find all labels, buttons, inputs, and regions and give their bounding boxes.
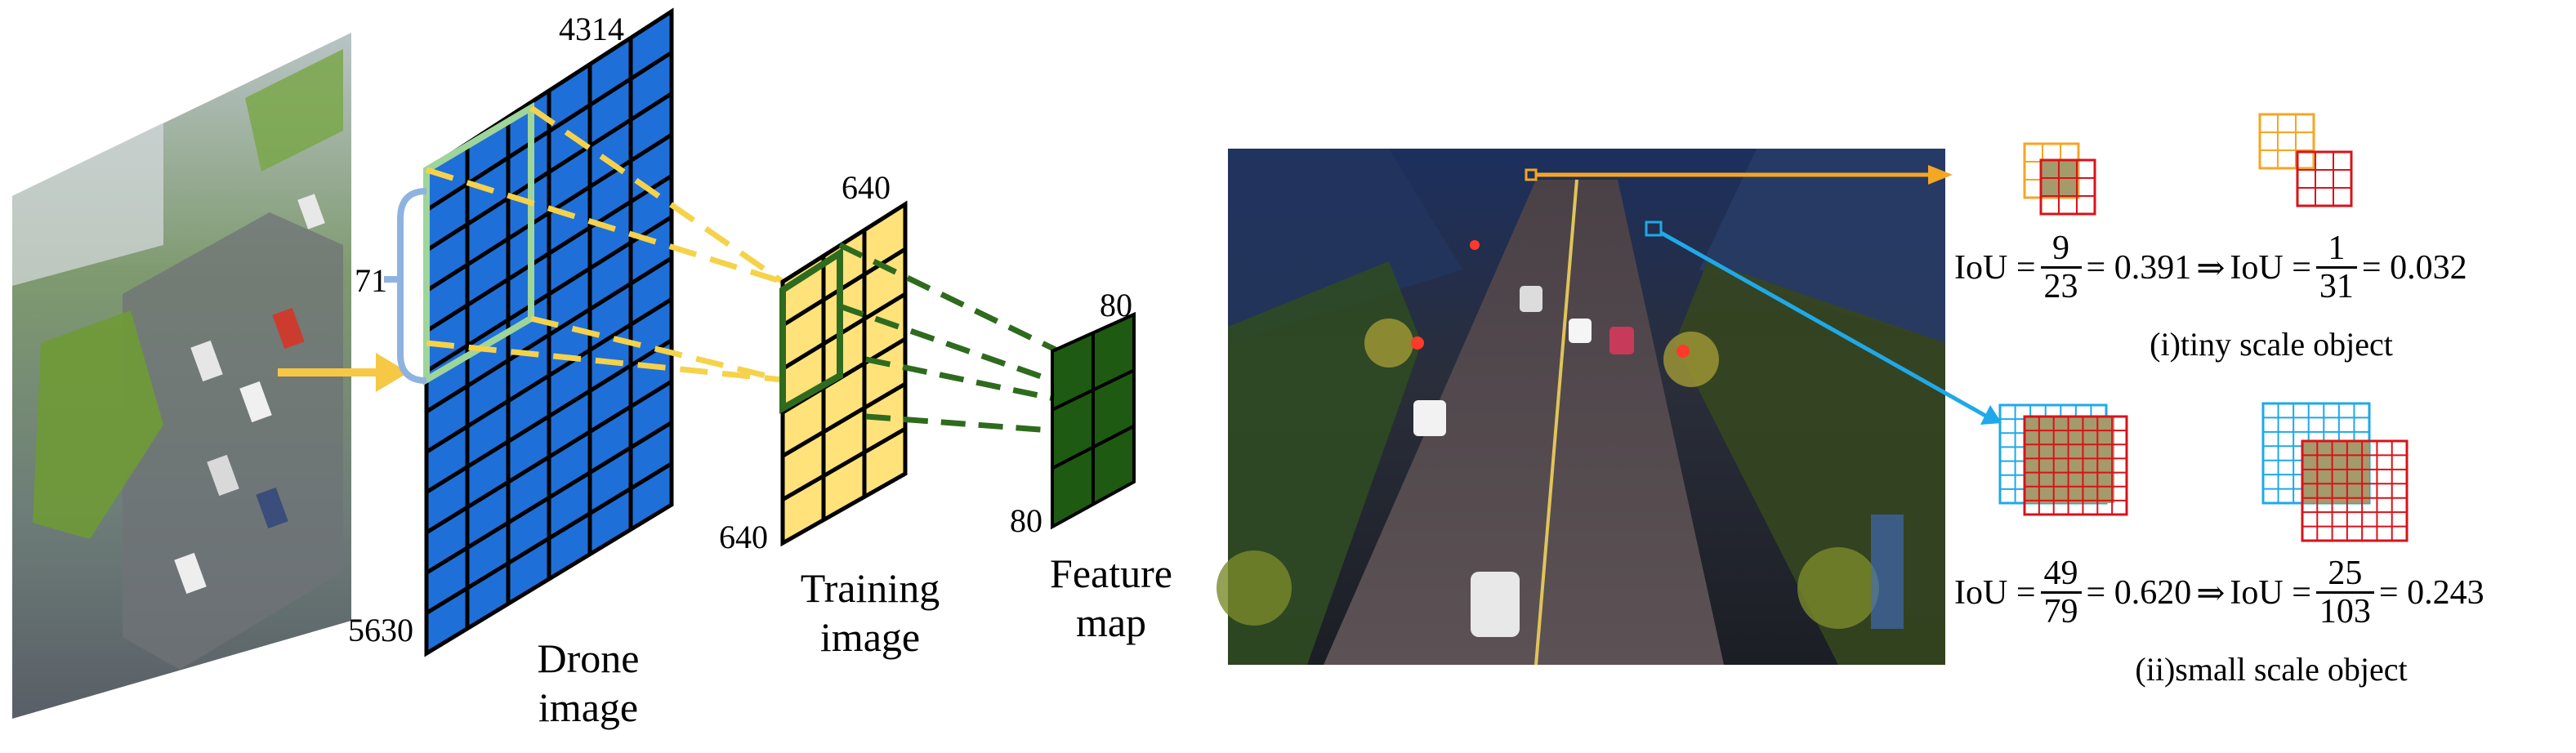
box-outline xyxy=(2023,415,2128,516)
grid-line xyxy=(425,91,673,252)
pointer-arrow-small xyxy=(1659,230,2002,425)
pointer-arrow-tiny xyxy=(1536,165,1953,185)
box-outline xyxy=(2301,439,2409,542)
grid-line xyxy=(1051,368,1135,412)
iou-label: IoU = xyxy=(1954,573,2036,612)
drone-image-caption: Drone image xyxy=(507,634,670,732)
drone-caption-line2: image xyxy=(538,684,639,730)
implies-arrow: ⇒ xyxy=(2196,574,2226,613)
grid-line xyxy=(425,338,673,494)
grid-line xyxy=(781,381,907,458)
tiny-scale-caption: (i)tiny scale object xyxy=(2150,326,2393,363)
training-image-grid xyxy=(780,200,908,547)
grid-line xyxy=(425,215,673,373)
small-scale-caption: (ii)small scale object xyxy=(2135,651,2408,688)
fraction-denominator: 31 xyxy=(2319,268,2354,305)
iou-equation-tiny: IoU = 9 23 = 0.391 ⇒ IoU = 1 31 = 0.032 xyxy=(1954,230,2467,305)
crop-size-label: 71 xyxy=(355,262,387,299)
box-outline xyxy=(2296,150,2353,207)
drone-photo xyxy=(12,33,351,719)
feat-height-label: 80 xyxy=(1010,502,1042,539)
grid-line xyxy=(781,426,907,501)
train-height-label: 640 xyxy=(719,519,768,555)
train-width-label: 640 xyxy=(842,169,891,206)
iou-value: = 0.032 xyxy=(2361,248,2467,287)
implies-arrow: ⇒ xyxy=(2196,249,2226,287)
fraction-denominator: 103 xyxy=(2319,593,2371,630)
overlap-area xyxy=(2302,441,2369,503)
training-caption-line2: image xyxy=(819,614,921,660)
iou-fraction: 1 31 xyxy=(2315,230,2357,305)
grid-line xyxy=(425,461,673,615)
fraction-numerator: 25 xyxy=(2315,555,2374,594)
iou-label: IoU = xyxy=(2230,248,2311,287)
fraction-numerator: 9 xyxy=(2040,230,2082,269)
drone-height-label: 5630 xyxy=(348,612,413,648)
feat-width-label: 80 xyxy=(1100,287,1132,323)
projection-lines-training xyxy=(838,242,1064,434)
fraction-numerator: 1 xyxy=(2315,230,2357,269)
box-outline xyxy=(2258,113,2315,170)
drone-caption-line1: Drone xyxy=(537,635,640,681)
drone-width-label: 4314 xyxy=(559,11,624,47)
feature-map-caption: Feature map xyxy=(1029,549,1193,647)
iou-label: IoU = xyxy=(1954,248,2036,287)
feature-caption-line2: map xyxy=(1075,599,1147,645)
iou-value: = 0.391 xyxy=(2086,248,2192,287)
fraction-denominator: 23 xyxy=(2043,268,2078,305)
iou-fraction: 25 103 xyxy=(2315,555,2374,630)
iou-label: IoU = xyxy=(2230,573,2311,612)
iou-value: = 0.243 xyxy=(2378,573,2484,612)
fraction-numerator: 49 xyxy=(2040,555,2082,594)
fraction-denominator: 79 xyxy=(2043,593,2078,630)
projection-lines-drone xyxy=(425,105,784,383)
crop-bracket xyxy=(384,188,427,384)
iou-value: = 0.620 xyxy=(2086,573,2192,612)
grid-line xyxy=(1051,424,1135,470)
iou-box-groups xyxy=(1998,113,2409,542)
iou-fraction: 49 79 xyxy=(2040,555,2082,630)
overlap-area xyxy=(2025,417,2114,503)
grid-line xyxy=(781,292,907,371)
grid-line xyxy=(425,297,673,454)
grid-line xyxy=(425,256,673,414)
feature-caption-line1: Feature xyxy=(1050,550,1172,596)
box-outline xyxy=(2039,158,2096,216)
night-road-photo xyxy=(1217,149,1945,666)
feature-map-grid xyxy=(1051,311,1136,530)
input-arrow xyxy=(278,353,408,392)
grid-line xyxy=(425,421,673,575)
iou-fraction: 9 23 xyxy=(2040,230,2082,305)
grid-line xyxy=(425,379,673,535)
drone-image-grid xyxy=(424,7,674,657)
iou-equation-small: IoU = 49 79 = 0.620 ⇒ IoU = 25 103 = 0.2… xyxy=(1954,555,2484,630)
training-crop-box xyxy=(779,247,843,414)
grid-line xyxy=(425,132,673,293)
training-image-caption: Training image xyxy=(776,564,964,662)
training-caption-line1: Training xyxy=(800,565,940,611)
grid-line xyxy=(425,174,673,333)
grid-line xyxy=(781,247,907,327)
